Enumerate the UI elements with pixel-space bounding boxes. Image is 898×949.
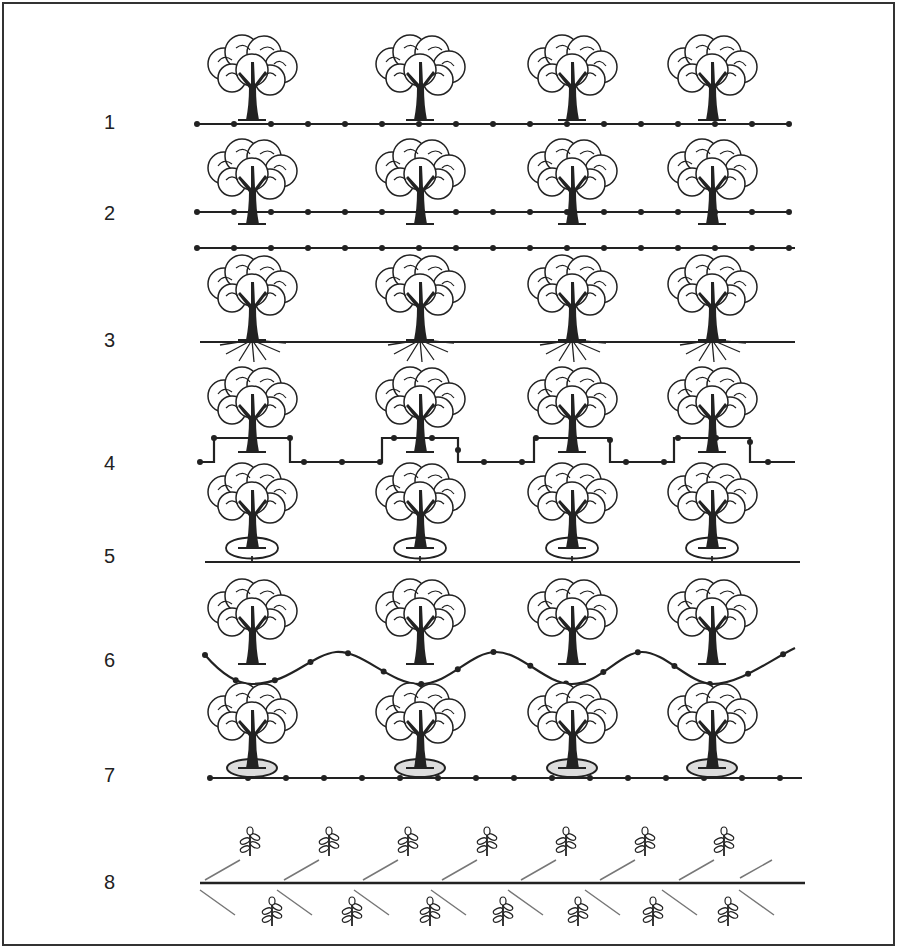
row-8 <box>200 827 805 926</box>
row-4 <box>200 367 795 462</box>
row-6 <box>205 579 795 684</box>
row-number: 5 <box>104 544 115 568</box>
row-2 <box>195 139 795 248</box>
row-5 <box>205 463 800 562</box>
row-number: 8 <box>104 870 115 894</box>
row-3 <box>200 255 795 362</box>
frame <box>3 3 894 945</box>
row-number: 7 <box>104 763 115 787</box>
row-7 <box>208 683 802 778</box>
row-number: 6 <box>104 648 115 672</box>
row-number: 1 <box>104 110 115 134</box>
row-1 <box>195 35 790 124</box>
row-number: 3 <box>104 328 115 352</box>
row-number: 2 <box>104 201 115 225</box>
row-number: 4 <box>104 451 115 475</box>
